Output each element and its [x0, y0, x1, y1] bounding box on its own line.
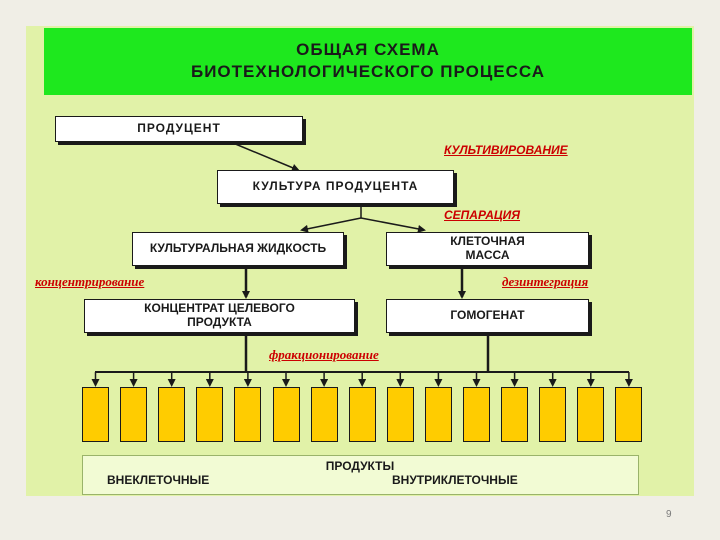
fraction-box	[120, 387, 148, 442]
fraction-box	[158, 387, 186, 442]
products-box	[82, 455, 639, 495]
title-line-2: БИОТЕХНОЛОГИЧЕСКОГО ПРОЦЕССА	[190, 62, 546, 81]
homogenate-box: ГОМОГЕНАТ	[386, 299, 589, 333]
fraction-box	[234, 387, 262, 442]
stage-cultivation: КУЛЬТИВИРОВАНИЕ	[444, 143, 568, 157]
culture-box: КУЛЬТУРА ПРОДУЦЕНТА	[217, 170, 454, 204]
page-number: 9	[666, 509, 672, 520]
cell-mass-box: КЛЕТОЧНАЯ МАССА	[386, 232, 589, 266]
fraction-box	[424, 387, 452, 442]
stage-disintegration: дезинтеграция	[502, 274, 589, 289]
fraction-box	[348, 387, 376, 442]
products-intracellular: ВНУТРИКЛЕТОЧНЫЕ	[392, 473, 518, 487]
culture-liquid-box: КУЛЬТУРАЛЬНАЯ ЖИДКОСТЬ	[132, 232, 344, 266]
fraction-box	[310, 387, 338, 442]
fraction-box	[615, 387, 643, 442]
fraction-box	[463, 387, 490, 442]
producer-box: ПРОДУЦЕНТ	[55, 116, 303, 142]
products-heading: ПРОДУКТЫ	[325, 459, 395, 473]
products-extracellular: ВНЕКЛЕТОЧНЫЕ	[107, 473, 210, 487]
fraction-box	[577, 387, 605, 442]
title-band	[44, 28, 692, 95]
fraction-box	[82, 387, 109, 442]
stage-concentration: концентрирование	[35, 274, 145, 289]
title-line-1: ОБЩАЯ СХЕМА	[296, 40, 440, 59]
arrow-to-cell-mass	[360, 217, 426, 233]
concentrate-box: КОНЦЕНТРАТ ЦЕЛЕВОГО ПРОДУКТА	[84, 299, 355, 333]
fraction-box	[539, 387, 567, 442]
fraction-box	[501, 387, 529, 442]
stage-fractionation: фракционирование	[269, 347, 379, 362]
arrow-to-culture-liquid	[300, 217, 362, 233]
fraction-box	[386, 387, 414, 442]
fraction-box	[196, 387, 224, 442]
fraction-box	[272, 387, 300, 442]
arrow-producer-culture	[232, 142, 300, 172]
stage-separation: СЕПАРАЦИЯ	[444, 208, 521, 222]
